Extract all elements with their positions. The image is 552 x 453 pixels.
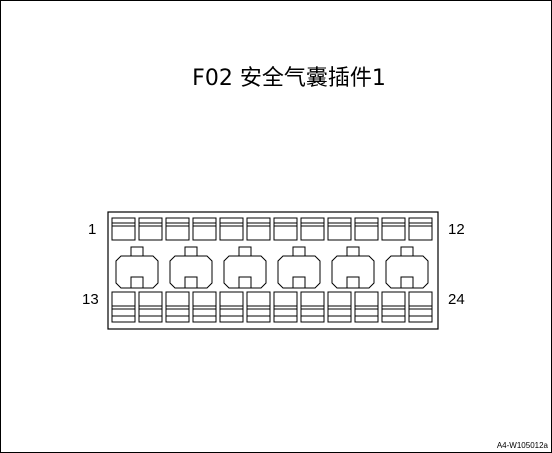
pin-label-24: 24 bbox=[448, 291, 465, 308]
pin-cavity-13 bbox=[111, 291, 136, 323]
pin-cavity-4 bbox=[192, 217, 217, 241]
pin-cavity-18 bbox=[246, 291, 271, 323]
pin-cavity-19 bbox=[273, 291, 298, 323]
document-code: A4-W105012a bbox=[496, 441, 548, 450]
top-pin-row bbox=[111, 217, 433, 241]
locking-latch-6 bbox=[385, 246, 429, 289]
pin-cavity-9 bbox=[327, 217, 352, 241]
locking-latch-4 bbox=[277, 246, 321, 289]
pin-cavity-15 bbox=[165, 291, 190, 323]
pin-cavity-8 bbox=[300, 217, 325, 241]
pin-label-13: 13 bbox=[82, 291, 99, 308]
pin-cavity-2 bbox=[138, 217, 163, 241]
locking-latch-5 bbox=[331, 246, 375, 289]
diagram-title: F02 安全气囊插件1 bbox=[192, 66, 386, 91]
locking-latch-2 bbox=[169, 246, 213, 289]
pin-label-12: 12 bbox=[448, 221, 465, 238]
locking-latch-3 bbox=[223, 246, 267, 289]
pin-label-1: 1 bbox=[88, 221, 97, 238]
pin-cavity-16 bbox=[192, 291, 217, 323]
pin-cavity-17 bbox=[219, 291, 244, 323]
pin-cavity-1 bbox=[111, 217, 136, 241]
pin-cavity-3 bbox=[165, 217, 190, 241]
pin-cavity-6 bbox=[246, 217, 271, 241]
pin-cavity-21 bbox=[327, 291, 352, 323]
bottom-pin-row bbox=[111, 291, 433, 323]
locking-latch-1 bbox=[115, 246, 159, 289]
pin-cavity-23 bbox=[381, 291, 406, 323]
pin-cavity-5 bbox=[219, 217, 244, 241]
pin-cavity-11 bbox=[381, 217, 406, 241]
pin-cavity-10 bbox=[354, 217, 379, 241]
pin-cavity-14 bbox=[138, 291, 163, 323]
pin-cavity-7 bbox=[273, 217, 298, 241]
pin-cavity-24 bbox=[408, 291, 433, 323]
pin-cavity-20 bbox=[300, 291, 325, 323]
pin-cavity-22 bbox=[354, 291, 379, 323]
latch-row bbox=[115, 246, 429, 289]
pin-cavity-12 bbox=[408, 217, 433, 241]
